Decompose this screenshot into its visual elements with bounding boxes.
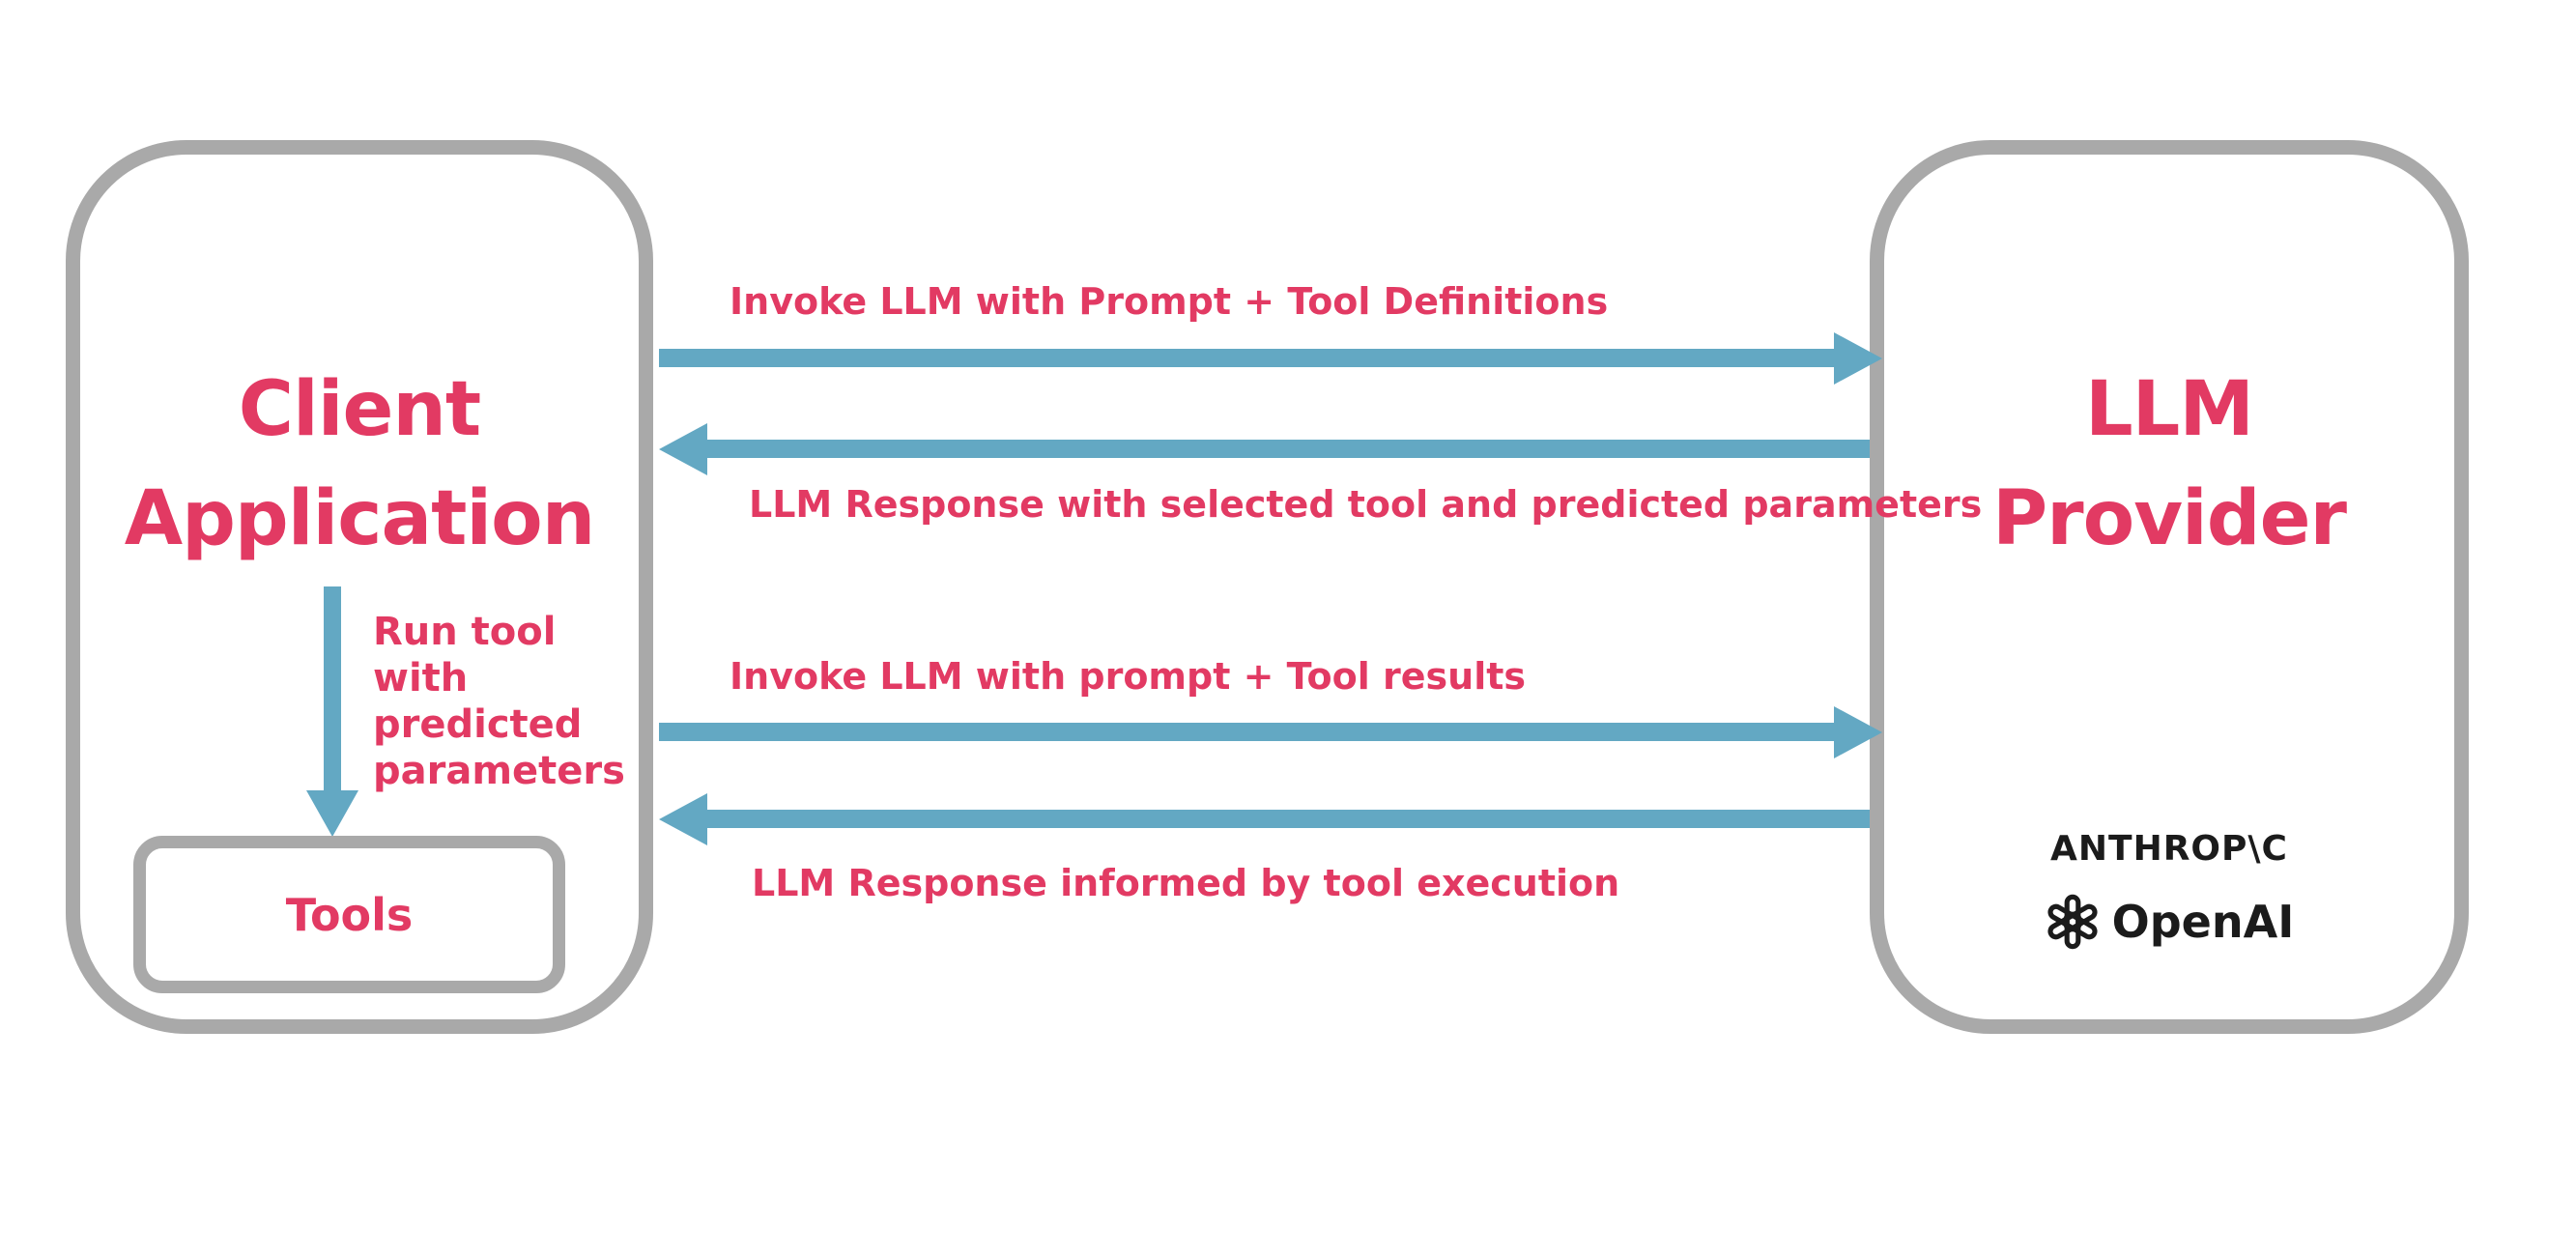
llm-title-line2: Provider	[1991, 475, 2347, 563]
run-tool-label: Run tool with predicted parameters	[373, 610, 625, 793]
llm-provider-title: LLM Provider	[1870, 356, 2469, 574]
arrow-label-invoke-results: Invoke LLM with prompt + Tool results	[730, 655, 1527, 698]
anthropic-logo: ANTHROP\C	[2050, 829, 2288, 869]
arrow-response-informed-stem-icon	[707, 810, 1870, 828]
client-application-title: Client Application	[66, 356, 653, 574]
arrow-label-response-selected: LLM Response with selected tool and pred…	[749, 483, 1983, 526]
client-title-line2: Application	[124, 475, 596, 563]
tools-label: Tools	[285, 888, 414, 941]
arrow-invoke-results-stem-icon	[659, 723, 1834, 741]
arrow-invoke-definitions-head-icon	[1834, 332, 1882, 385]
arrow-invoke-results-head-icon	[1834, 706, 1882, 758]
run-tool-arrow-head-icon	[306, 790, 358, 837]
openai-logo-text: OpenAI	[2111, 896, 2295, 948]
run-tool-arrow-stem-icon	[324, 586, 341, 790]
arrow-label-invoke-definitions: Invoke LLM with Prompt + Tool Definition…	[730, 280, 1609, 323]
tools-box: Tools	[133, 836, 565, 993]
arrow-response-selected-head-icon	[659, 423, 707, 475]
arrow-label-response-informed: LLM Response informed by tool execution	[752, 862, 1620, 904]
openai-logo-icon	[2047, 894, 2098, 950]
arrow-response-informed-head-icon	[659, 793, 707, 845]
llm-provider-box	[1870, 140, 2469, 1034]
arrow-invoke-definitions-stem-icon	[659, 349, 1834, 367]
llm-title-line1: LLM	[2084, 366, 2254, 453]
arrow-response-selected-stem-icon	[707, 440, 1870, 458]
openai-logo: OpenAI	[1870, 894, 2469, 950]
client-title-line1: Client	[238, 366, 481, 453]
